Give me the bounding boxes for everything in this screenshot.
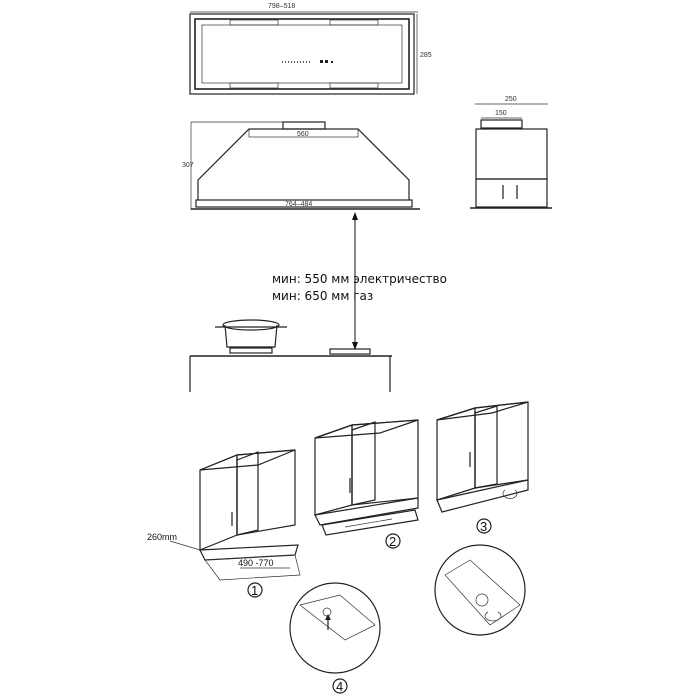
front-view: 307 560 764–484 bbox=[182, 121, 420, 210]
install-step-3: 3 bbox=[436, 401, 529, 534]
install-step-1: 260mm 490 -770 1 bbox=[147, 449, 301, 598]
step-4-number: 4 bbox=[336, 679, 343, 694]
install-depth-label: 260mm bbox=[147, 532, 177, 542]
clearance-gas-text: мин: 650 мм газ bbox=[272, 289, 373, 303]
clearance-arrow bbox=[352, 212, 358, 350]
top-view: 798–518 285 bbox=[189, 3, 432, 95]
side-outer-label: 250 bbox=[505, 96, 517, 103]
front-bottom-label: 764–484 bbox=[285, 201, 312, 208]
step-3-number: 3 bbox=[480, 519, 487, 534]
step-2-number: 2 bbox=[389, 534, 396, 549]
step-1-number: 1 bbox=[251, 583, 258, 598]
install-step-2: 2 bbox=[314, 419, 419, 549]
install-detail-4: 4 bbox=[289, 544, 526, 694]
front-height-label: 307 bbox=[182, 162, 194, 169]
clearance-electric-text: мин: 550 мм электричество bbox=[272, 272, 447, 286]
install-width-label: 490 -770 bbox=[238, 558, 274, 568]
stove-with-pot bbox=[189, 319, 392, 392]
top-depth-label: 285 bbox=[420, 52, 432, 59]
side-inner-label: 150 bbox=[495, 110, 507, 117]
front-inner-label: 560 bbox=[297, 131, 309, 138]
top-width-label: 798–518 bbox=[268, 3, 295, 10]
side-view: 250 150 bbox=[470, 96, 552, 209]
